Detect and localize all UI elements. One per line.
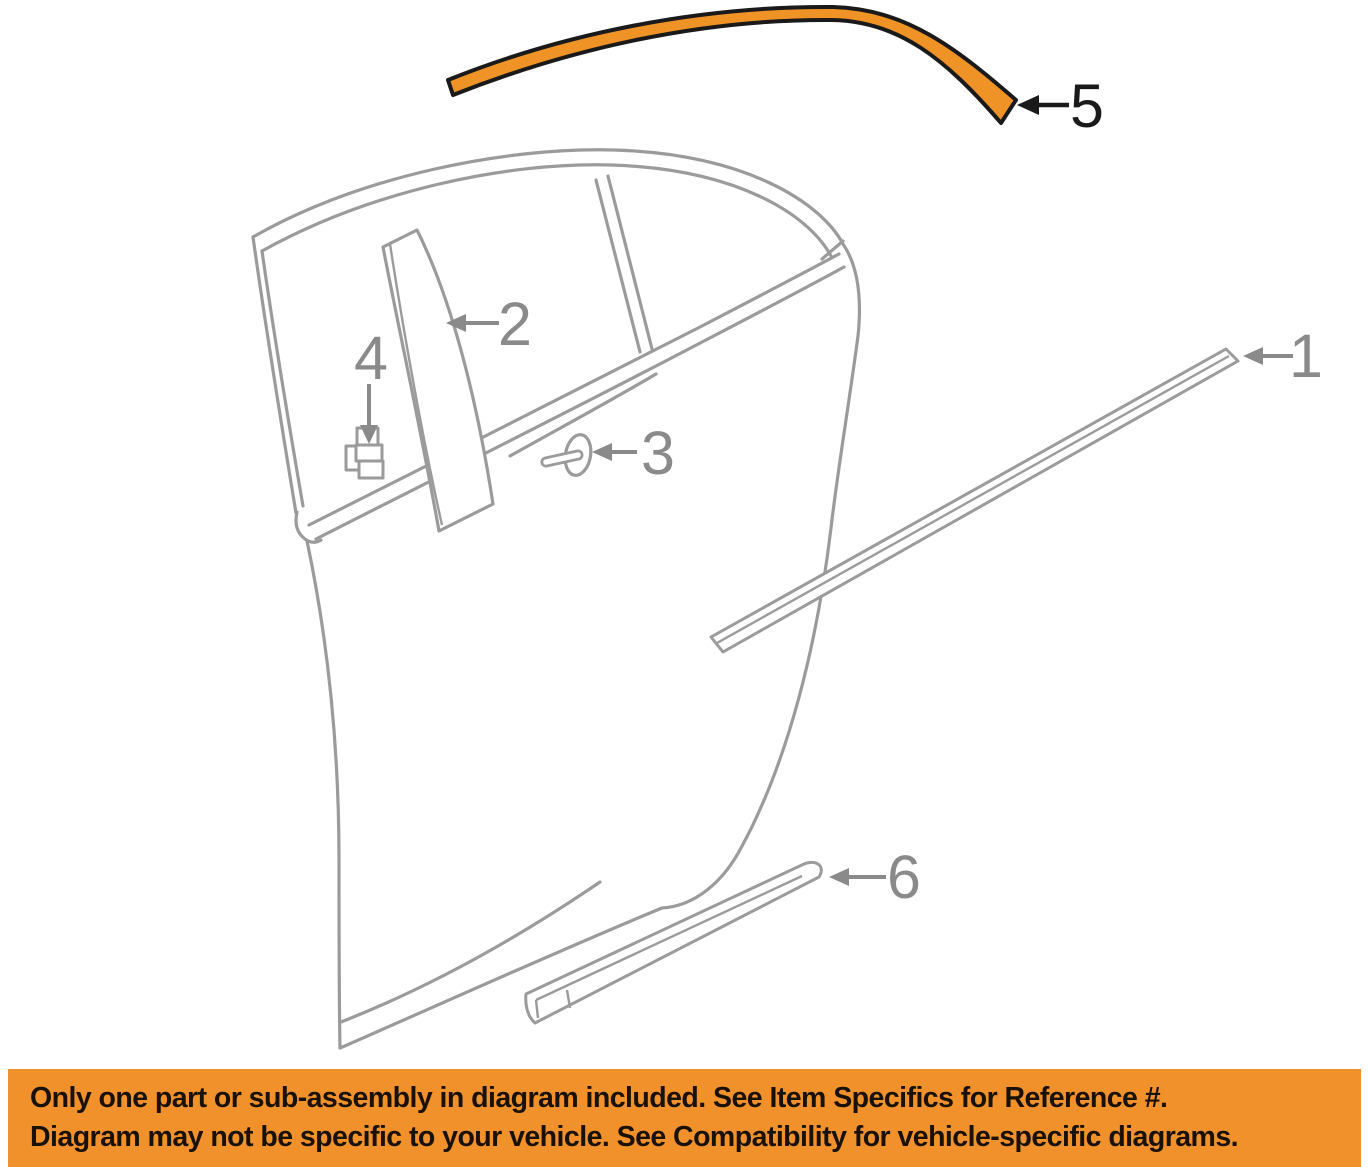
rear-door-outline (251, 148, 862, 1050)
part-2-pillar-applique (381, 228, 495, 533)
part-4-clip-mid (354, 443, 384, 463)
door-beltline-detail (508, 372, 658, 458)
door-roofline-outer (251, 148, 845, 246)
callout-4-arrowhead (360, 425, 378, 444)
door-bottom-edge-inner (339, 880, 602, 1024)
callout-5-label: 5 (1070, 72, 1104, 140)
door-beltline-upper (307, 252, 841, 527)
part-1-inner-line (716, 354, 1230, 645)
door-bottom-edge-outer (338, 906, 664, 1050)
window-rear-corner-mitre (820, 239, 845, 261)
callout-3-arrowhead (592, 443, 612, 461)
part-4-clip (344, 426, 385, 480)
callout-3-label: 3 (641, 419, 675, 487)
callout-4-label: 4 (354, 324, 388, 392)
callout-5-arrowhead (1017, 95, 1039, 115)
callout-2: 2 (446, 290, 532, 358)
callout-6-arrowhead (829, 868, 849, 886)
door-front-edge (305, 539, 342, 1050)
part-6-end-cap (534, 999, 540, 1019)
callout-1-arrowhead (1243, 347, 1263, 365)
door-rear-edge (660, 242, 862, 910)
rear-door-parts-diagram: 1 2 3 4 5 6 (251, 4, 1323, 1050)
door-front-corner-cap (294, 510, 323, 544)
part-5-orange-strip (446, 4, 1018, 125)
callout-4: 4 (354, 324, 388, 444)
callout-5: 5 (1017, 72, 1104, 140)
part-6-tick (565, 989, 572, 1009)
disclaimer-line-2: Diagram may not be specific to your vehi… (30, 1121, 1239, 1153)
callout-6: 6 (829, 843, 921, 911)
door-beltline-lower (314, 265, 846, 541)
callout-3: 3 (592, 419, 675, 487)
disclaimer-banner: Only one part or sub-assembly in diagram… (8, 1069, 1361, 1167)
quarter-window-divider-right (606, 174, 654, 351)
part-4-clip-bottom (357, 459, 385, 480)
door-front-frame-inner (260, 249, 305, 508)
part-2-outline (381, 228, 495, 533)
door-roofline-inner (260, 163, 833, 258)
callout-1-label: 1 (1289, 322, 1323, 390)
quarter-window-divider-left (594, 178, 642, 354)
door-front-frame-outer (251, 235, 298, 515)
callout-2-arrowhead (446, 314, 466, 332)
part-3-pin-stem-core (543, 452, 581, 465)
part-6-inner-line (535, 874, 803, 1002)
part-3-push-pin (540, 433, 593, 477)
part-1-belt-molding (709, 347, 1240, 654)
part-2-inner-line (388, 243, 444, 526)
disclaimer-line-1: Only one part or sub-assembly in diagram… (30, 1082, 1168, 1114)
part-5-roof-drip-molding (446, 4, 1018, 125)
callout-2-label: 2 (498, 290, 532, 358)
callout-1: 1 (1243, 322, 1323, 390)
part-6-body-side-molding (524, 860, 823, 1025)
callout-6-label: 6 (887, 843, 921, 911)
